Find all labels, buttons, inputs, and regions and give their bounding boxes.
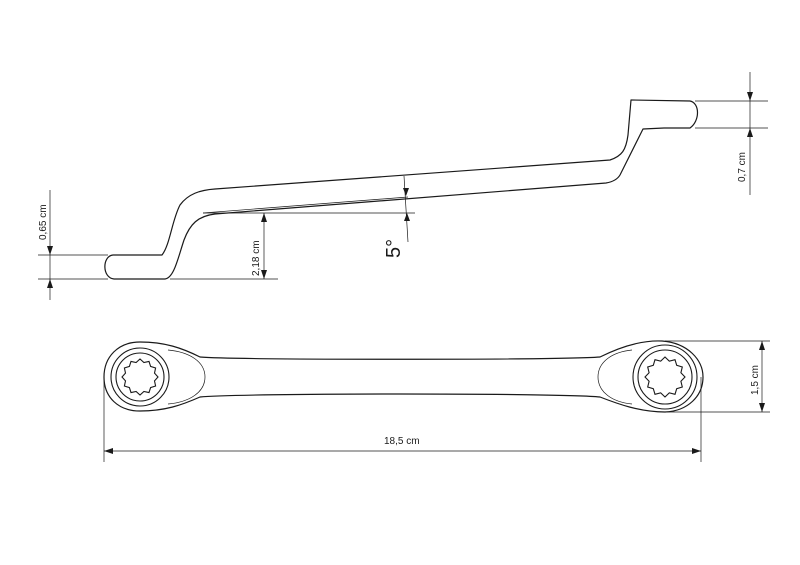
length-dim-arrow-right xyxy=(692,448,701,454)
angle-arrow-bottom xyxy=(404,213,410,221)
overall-length-label: 18,5 cm xyxy=(384,436,420,447)
left-twelve-point-opening xyxy=(121,358,159,396)
angle-dim-line xyxy=(403,175,409,243)
head-width-label: 1,5 cm xyxy=(750,365,761,395)
left-neck-contour xyxy=(167,349,206,405)
drop-dim-arrow-top xyxy=(261,213,267,222)
left-dim-arrow-bottom xyxy=(47,279,53,288)
left-dim-arrow-top xyxy=(47,246,53,255)
left-ring-outer xyxy=(110,347,170,407)
angle-arrow-top xyxy=(403,188,409,196)
drop-height-label: 2,18 cm xyxy=(251,240,262,276)
left-offset-label: 0,65 cm xyxy=(38,204,49,240)
top-view: 1,5 cm 18,5 cm xyxy=(103,340,770,462)
right-offset-label: 0,7 cm xyxy=(737,152,748,182)
angle-label: 5° xyxy=(383,239,405,258)
length-dim-arrow-left xyxy=(104,448,113,454)
drop-dim-arrow-bottom xyxy=(261,270,267,279)
shank-inner-line xyxy=(202,196,409,214)
top-body-outline xyxy=(103,340,704,413)
right-ring-inner xyxy=(637,349,693,405)
right-neck-contour xyxy=(597,349,633,405)
width-dim-arrow-top xyxy=(759,341,765,350)
right-dim-arrow-top xyxy=(747,92,753,101)
left-ring-inner xyxy=(115,352,165,402)
right-twelve-point-opening xyxy=(644,356,686,398)
right-ring-outer xyxy=(632,344,698,410)
right-dim-arrow-bottom xyxy=(747,128,753,137)
width-dim-arrow-bottom xyxy=(759,403,765,412)
side-view: 0,65 cm 2,18 cm 5° 0,7 cm xyxy=(38,72,768,300)
side-profile-outline xyxy=(104,99,699,280)
